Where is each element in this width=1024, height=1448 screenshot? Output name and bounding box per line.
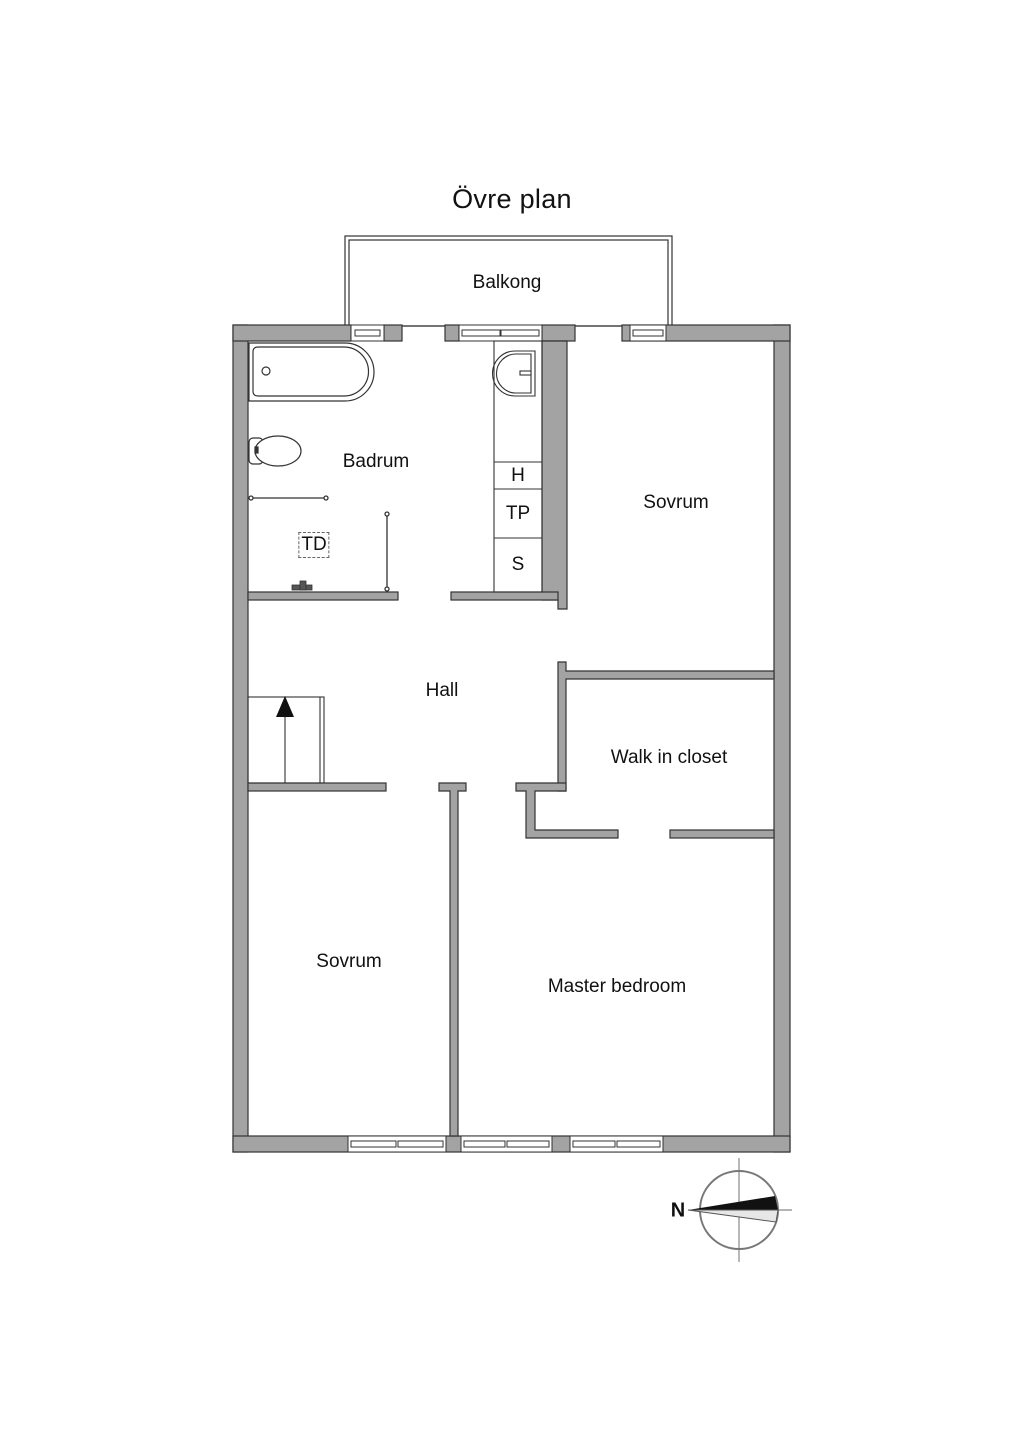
room-label-hall: Hall [425, 680, 459, 701]
staircase [247, 696, 325, 784]
bathtub-icon [248, 342, 375, 402]
interior-walls [247, 340, 775, 1137]
dryer-label-td: TD [298, 532, 330, 558]
room-label-sovrum-ne: Sovrum [643, 492, 709, 513]
windows-bottom [347, 1135, 664, 1153]
page-title: Övre plan [452, 184, 572, 214]
room-label-balkong: Balkong [472, 272, 542, 293]
compass-icon [687, 1158, 792, 1262]
room-label-badrum: Badrum [342, 451, 410, 472]
cabinet-column [493, 340, 543, 593]
compass-north-label: N [670, 1199, 686, 1222]
shower-mixer-icon [291, 580, 313, 591]
cabinet-label-tp: TP [505, 503, 531, 524]
toilet-icon [248, 435, 302, 467]
exterior-walls [232, 324, 791, 1153]
room-label-master-bedroom: Master bedroom [547, 976, 687, 997]
cabinet-label-h: H [511, 465, 525, 486]
sink-icon [491, 350, 536, 397]
shower-screens [248, 495, 390, 592]
stair-arrow-icon [276, 696, 294, 717]
cabinet-label-s: S [511, 554, 525, 575]
windows-top [350, 324, 667, 342]
room-label-walk-in-closet: Walk in closet [610, 747, 728, 768]
room-label-sovrum-sw: Sovrum [316, 951, 382, 972]
